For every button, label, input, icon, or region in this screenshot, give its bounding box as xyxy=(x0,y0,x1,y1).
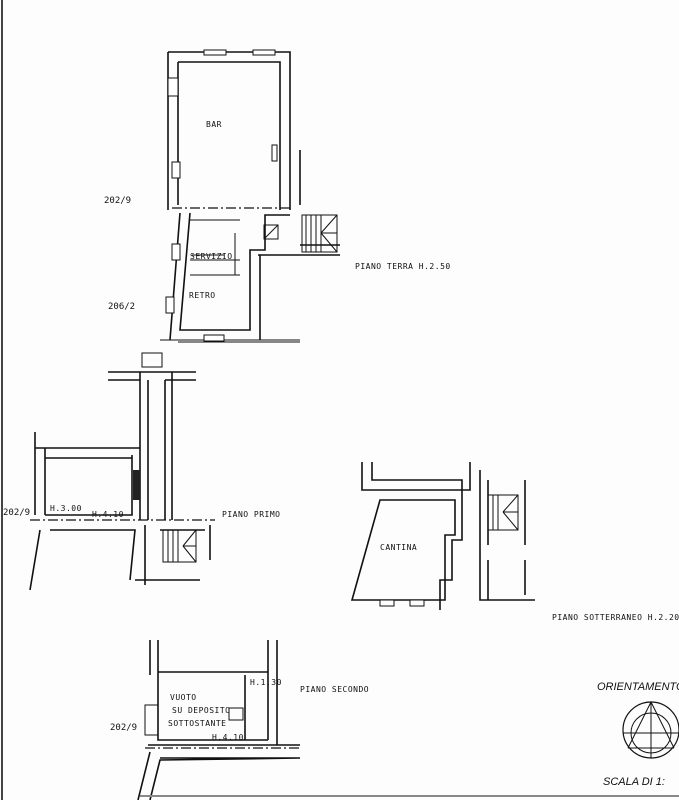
legend: ORIENTAMENTO SCALA DI 1: xyxy=(597,681,679,788)
basement-plan: CANTINA PIANO SOTTERRANEO H.2.20 xyxy=(350,462,679,622)
parcel-label: 206/2 xyxy=(108,302,135,312)
parcel-label: 202/9 xyxy=(3,508,30,518)
floor-title-ground: PIANO TERRA H.2.50 xyxy=(355,262,451,271)
floor-title-second: PIANO SECONDO xyxy=(300,685,369,694)
window xyxy=(171,161,181,179)
north-arrow-icon xyxy=(622,701,679,759)
door-icon xyxy=(263,224,279,240)
parcel-label: 202/9 xyxy=(110,723,137,733)
height-label: H.1.30 xyxy=(250,678,282,687)
floor-title-basement: PIANO SOTTERRANEO H.2.20 xyxy=(552,613,679,622)
room-label-cantina: CANTINA xyxy=(380,543,417,552)
second-floor-plan: VUOTO SU DEPOSITO SOTTOSTANTE H.1.30 H.4… xyxy=(110,640,369,800)
room-label-line: VUOTO xyxy=(170,693,197,702)
height-label: H.4.10 xyxy=(92,510,124,519)
first-floor-plan: 202/9 H.3.00 H.4.10 PIANO PRIMO xyxy=(3,352,280,591)
scale-label: SCALA DI 1: xyxy=(603,776,665,788)
room-label-line: SOTTOSTANTE xyxy=(168,719,226,728)
parcel-label: 202/9 xyxy=(104,196,131,206)
height-label: H.4.10 xyxy=(212,733,244,742)
height-label: H.3.00 xyxy=(50,504,82,513)
window xyxy=(203,49,227,56)
window xyxy=(167,77,179,97)
room-label-bar: BAR xyxy=(206,120,222,129)
ground-floor-plan: BAR SERVIZIO RETRO 202/9 206/2 PIANO TER… xyxy=(104,49,451,343)
orientation-label: ORIENTAMENTO xyxy=(597,681,679,693)
room-label-line: SU DEPOSITO xyxy=(172,706,230,715)
floor-title-first: PIANO PRIMO xyxy=(222,510,280,519)
room-label-servizio: SERVIZIO xyxy=(190,252,233,261)
window xyxy=(252,49,276,56)
window xyxy=(271,144,278,162)
room-label-retro: RETRO xyxy=(189,291,216,300)
staircase-icon xyxy=(228,707,244,721)
